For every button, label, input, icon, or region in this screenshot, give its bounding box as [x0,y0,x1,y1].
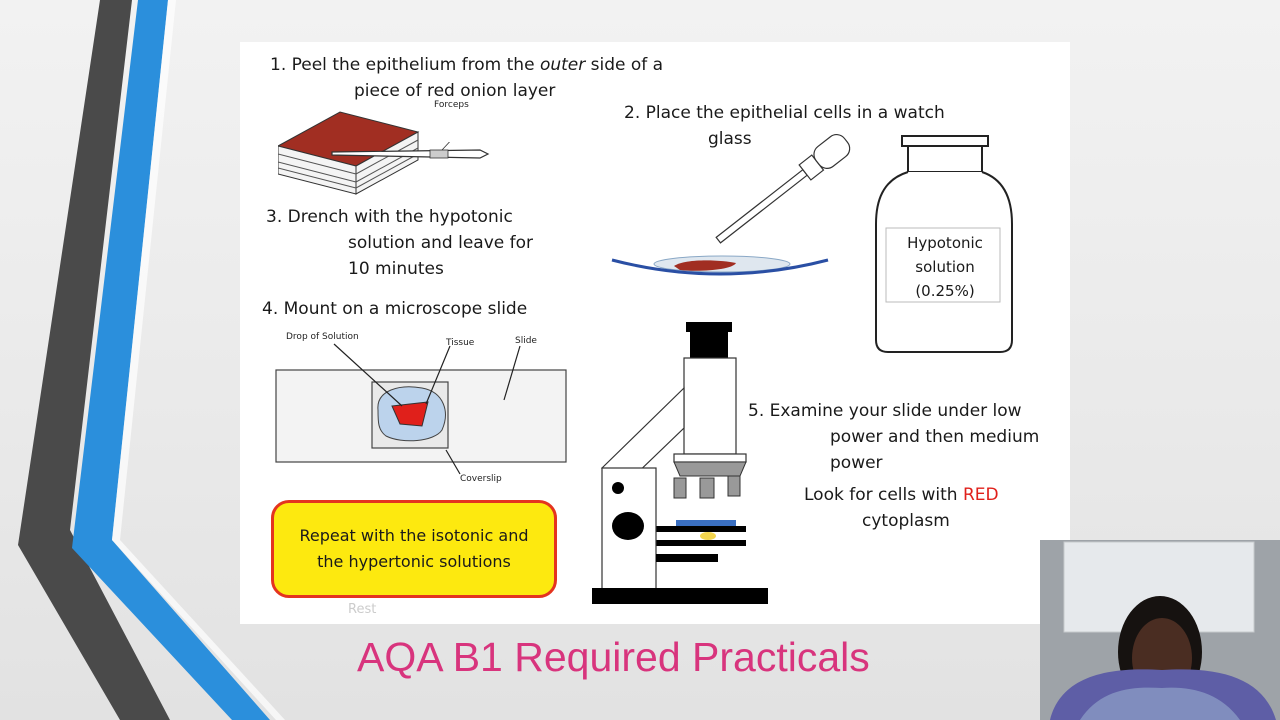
reagent-bottle-icon [875,135,1013,353]
bottle-label-line3: (0.25%) [915,282,975,300]
watch-glass-icon [611,255,829,276]
pipette-icon [715,133,851,244]
step5-line3: power [830,453,883,473]
step4-text: 4. Mount on a microscope slide [262,299,528,319]
microscope-slide-icon [275,343,567,475]
bottle-label-line1: Hypotonic [907,234,983,252]
coverslip-label: Coverslip [460,474,502,484]
step3-line1: 3. Drench with the hypotonic [266,207,513,227]
slide-label: Slide [515,336,537,346]
step1-line1: 1. Peel the epithelium from the outer si… [270,55,664,75]
faint-watermark: Rest [348,602,377,617]
look-for-line2: cytoplasm [862,511,950,531]
presentation-title: AQA B1 Required Practicals [357,634,870,680]
tissue-label: Tissue [446,338,475,348]
drop-of-solution-label: Drop of Solution [286,332,359,342]
step3-line2: solution and leave for [348,233,534,253]
step2-line2: glass [708,129,752,149]
microscope-icon [592,322,768,604]
step5-line2: power and then medium [830,427,1040,447]
step1-line2: piece of red onion layer [354,81,556,101]
forceps-label: Forceps [434,100,469,110]
step2-line1: 2. Place the epithelial cells in a watch [624,103,945,123]
repeat-instruction-text: Repeat with the isotonic and the hyperto… [299,526,529,571]
step5-line1: 5. Examine your slide under low [748,401,1022,421]
bottle-label: Hypotonic solution (0.25%) [890,231,1000,303]
bottle-label-line2: solution [915,258,975,276]
look-for-line1: Look for cells with RED [804,485,999,505]
dark-stripe [18,0,170,720]
step3-line3: 10 minutes [348,259,444,279]
forceps-icon [331,142,490,159]
white-stripe [112,0,285,720]
repeat-instruction-box: Repeat with the isotonic and the hyperto… [271,500,557,598]
presenter-video-frame [1040,540,1280,720]
slide-content: 1. Peel the epithelium from the outer si… [240,42,1070,624]
blue-stripe [72,0,270,720]
presenter-webcam [1040,540,1280,720]
red-keyword: RED [963,485,999,505]
